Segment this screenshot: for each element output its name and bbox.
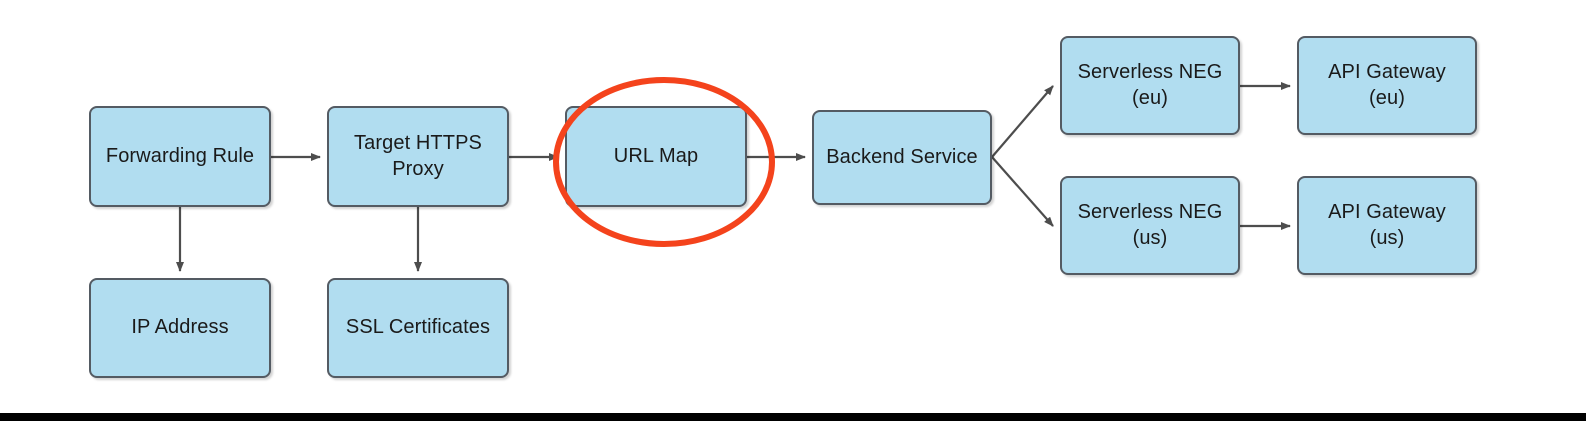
node-api-gateway-us[interactable]: API Gateway (us) xyxy=(1297,176,1477,275)
edge-e-backend-to-neg-us xyxy=(991,156,1054,227)
node-forwarding-rule[interactable]: Forwarding Rule xyxy=(89,106,271,207)
node-serverless-neg-us[interactable]: Serverless NEG (us) xyxy=(1060,176,1240,275)
node-target-https-proxy[interactable]: Target HTTPS Proxy xyxy=(327,106,509,207)
node-api-gateway-eu[interactable]: API Gateway (eu) xyxy=(1297,36,1477,135)
edge-e-backend-to-neg-eu xyxy=(991,85,1054,158)
node-serverless-neg-eu[interactable]: Serverless NEG (eu) xyxy=(1060,36,1240,135)
node-url-map[interactable]: URL Map xyxy=(565,106,747,207)
node-ssl-certificates[interactable]: SSL Certificates xyxy=(327,278,509,378)
bottom-black-bar xyxy=(0,413,1586,421)
node-backend-service[interactable]: Backend Service xyxy=(812,110,992,205)
node-ip-address[interactable]: IP Address xyxy=(89,278,271,378)
